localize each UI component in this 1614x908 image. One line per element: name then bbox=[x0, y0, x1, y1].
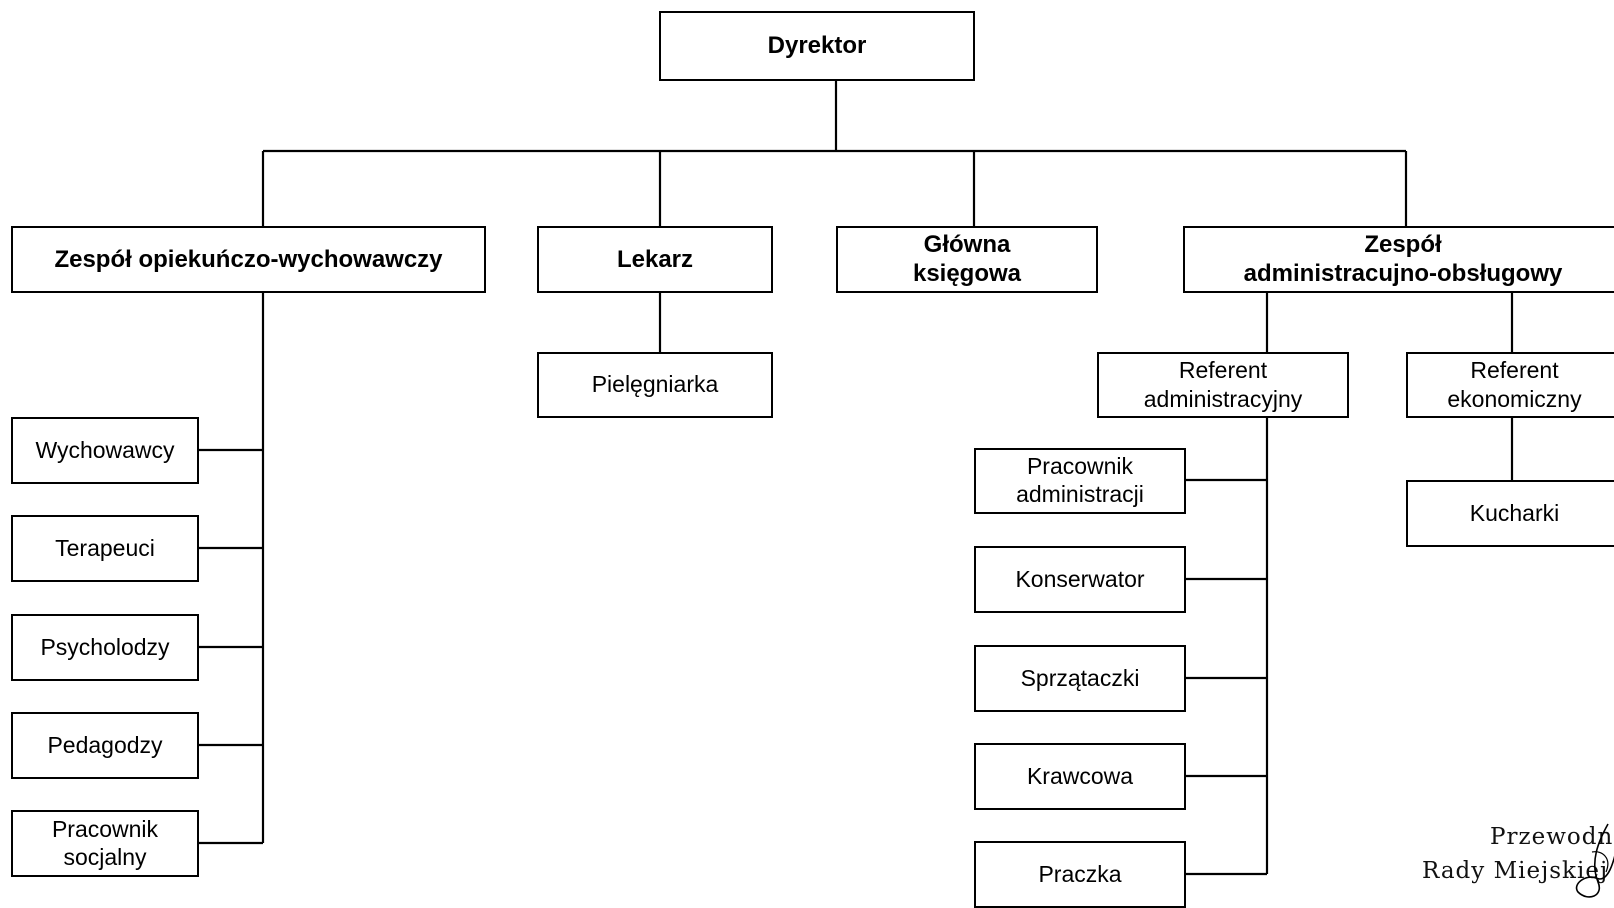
box-zespol-opiekunczo-wychowawczy: Zespół opiekuńczo-wychowawczy bbox=[11, 226, 486, 293]
box-wychowawcy: Wychowawcy bbox=[11, 417, 199, 484]
box-terapeuci: Terapeuci bbox=[11, 515, 199, 582]
box-pedagodzy: Pedagodzy bbox=[11, 712, 199, 779]
signature-stamp: Przewodn Rady Miejskiej bbox=[1418, 822, 1614, 904]
box-kucharki: Kucharki bbox=[1406, 480, 1614, 547]
box-pracownik-administracji: Pracownik administracji bbox=[974, 448, 1186, 514]
pracownik-socjalny-label: Pracownik socjalny bbox=[51, 815, 159, 870]
referent-administracyjny-label: Referent administracyjny bbox=[1143, 357, 1303, 412]
box-konserwator: Konserwator bbox=[974, 546, 1186, 613]
box-referent-administracyjny: Referent administracyjny bbox=[1097, 352, 1349, 418]
box-pielegniarka: Pielęgniarka bbox=[537, 352, 773, 418]
box-krawcowa: Krawcowa bbox=[974, 743, 1186, 810]
box-referent-ekonomiczny: Referent ekonomiczny bbox=[1406, 352, 1614, 418]
box-pracownik-socjalny: Pracownik socjalny bbox=[11, 810, 199, 877]
signature-line2: Rady Miejskiej bbox=[1422, 858, 1609, 884]
glowna-ksiegowa-label: Główna księgowa bbox=[912, 230, 1022, 287]
box-psycholodzy: Psycholodzy bbox=[11, 614, 199, 681]
referent-ekonomiczny-label: Referent ekonomiczny bbox=[1447, 357, 1582, 412]
box-lekarz: Lekarz bbox=[537, 226, 773, 293]
box-zespol-administracujno-obslugowy: Zespół administracujno-obsługowy bbox=[1183, 226, 1614, 293]
pracownik-administracji-label: Pracownik administracji bbox=[1016, 453, 1144, 507]
box-praczka: Praczka bbox=[974, 841, 1186, 908]
zespol-administracujno-obslugowy-label: Zespół administracujno-obsługowy bbox=[1243, 230, 1563, 287]
box-glowna-ksiegowa: Główna księgowa bbox=[836, 226, 1098, 293]
handwritten-signature-icon bbox=[1575, 823, 1614, 898]
box-dyrektor: Dyrektor bbox=[659, 11, 975, 81]
signature-line1: Przewodn bbox=[1490, 824, 1614, 850]
box-sprzataczki: Sprzątaczki bbox=[974, 645, 1186, 712]
